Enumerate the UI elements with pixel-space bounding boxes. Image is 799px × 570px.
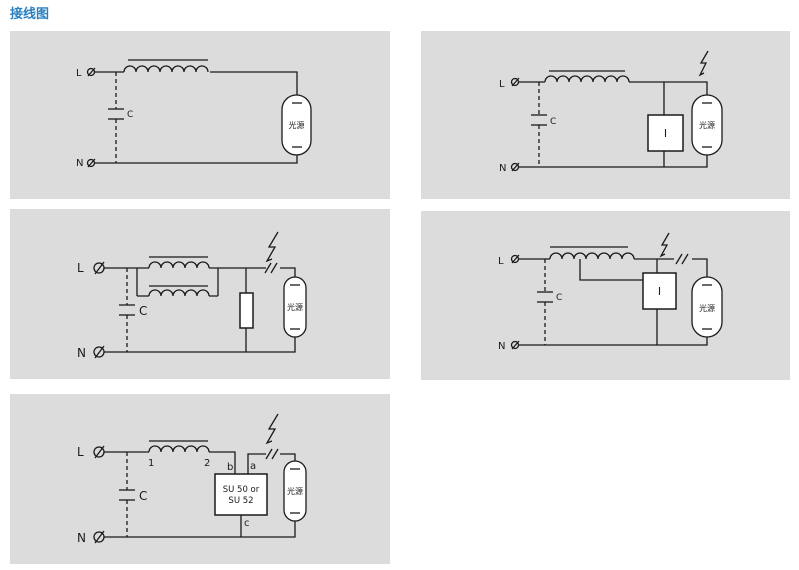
lamp-label: 光源 [699,120,715,130]
high-voltage-icon [265,413,279,445]
pin-2-label: 2 [204,458,210,469]
line-terminal-label: L [77,261,84,275]
su-model-label-2: SU 52 [228,496,253,506]
contact-mark [265,448,273,460]
page-title: 接线图 [10,7,50,22]
terminal-slash [94,261,105,275]
igniter-label: I [658,285,661,298]
line-terminal [510,254,520,264]
line-wire [95,65,298,95]
line-terminal-label: L [498,256,504,267]
contact-mark [270,262,278,274]
ballast-tap-wire [579,259,643,281]
terminal-slash [87,158,96,168]
line-terminal-label: L [76,68,82,79]
neutral-wire [519,155,708,168]
line-wire [519,75,708,95]
lamp-feed-wire [280,267,296,277]
terminal-slash [511,254,520,264]
terminal-slash [87,67,96,77]
capacitor-label: C [550,117,556,127]
neutral-terminal [86,158,96,168]
lamp [691,94,723,156]
lamp [691,276,723,338]
su-model-label: SU 50 or [223,485,260,495]
neutral-terminal-label: N [77,346,86,360]
diagram-panel-4: L N C I 光源 [421,211,790,380]
line-wire [519,252,674,260]
diagram-panel-3: L N C 光源 [10,209,390,379]
neutral-terminal-label: N [76,158,83,169]
capacitor-label: C [139,489,147,503]
high-voltage-icon [698,50,709,77]
line-wire [104,445,236,474]
lamp-label: 光源 [287,486,303,496]
neutral-wire [104,521,296,538]
terminal-slash [511,162,520,172]
neutral-terminal-label: N [77,531,86,545]
circuit-diagram-5: L N 1 2 b a SU 50 or SU 52 c C 光源 [77,413,307,545]
contact-mark [675,253,683,265]
capacitor-label: C [139,304,147,318]
pin-1-label: 1 [148,458,154,469]
lamp-label: 光源 [287,302,303,312]
neutral-terminal [510,340,520,350]
terminal-slash [94,530,105,544]
terminal-slash [94,345,105,359]
lamp-label: 光源 [699,303,715,313]
igniter-box [642,272,677,310]
high-voltage-icon [659,232,670,258]
lamp-feed-wire [280,453,296,461]
circuit-diagram-3: L N C 光源 [77,231,307,360]
high-voltage-icon [265,231,279,263]
diagram-panel-1: L N C 光源 [10,31,390,199]
pin-c-label: c [244,518,250,529]
circuit-diagram-1: L N C 光源 [76,59,312,169]
igniter-box [647,114,684,152]
line-terminal [86,67,96,77]
neutral-wire [519,337,708,346]
diagram-panel-2: L N C I 光源 [421,31,790,199]
circuit-diagram-2: L N C I 光源 [499,50,723,174]
diagram-panel-5: L N 1 2 b a SU 50 or SU 52 c C 光源 [10,394,390,564]
lamp-label: 光源 [289,120,305,130]
capacitor-label: C [556,293,562,303]
lamp [283,460,307,522]
lamp [281,94,312,156]
line-terminal-label: L [499,79,505,90]
lamp-feed-wire [692,258,708,277]
igniter-label: I [664,127,667,140]
neutral-terminal [510,162,520,172]
capacitor-label: C [127,110,133,120]
terminal-slash [511,340,520,350]
resistor [239,292,254,329]
igniter-output-wire [247,453,266,474]
neutral-terminal-label: N [499,163,506,174]
pin-a-label: a [250,461,256,472]
contact-mark [264,262,272,274]
second-ballast [137,289,218,297]
terminal-slash [511,77,520,87]
line-wire [104,261,266,296]
line-terminal-label: L [77,445,84,459]
lamp [283,276,307,338]
su-igniter-box [214,473,268,516]
neutral-wire [95,155,298,164]
terminal-slash [94,445,105,459]
contact-mark [271,448,279,460]
neutral-wire [104,337,296,353]
pin-b-label: b [227,462,233,473]
line-terminal [510,77,520,87]
circuit-diagram-4: L N C I 光源 [498,232,723,352]
neutral-terminal-label: N [498,341,505,352]
contact-mark [681,253,689,265]
